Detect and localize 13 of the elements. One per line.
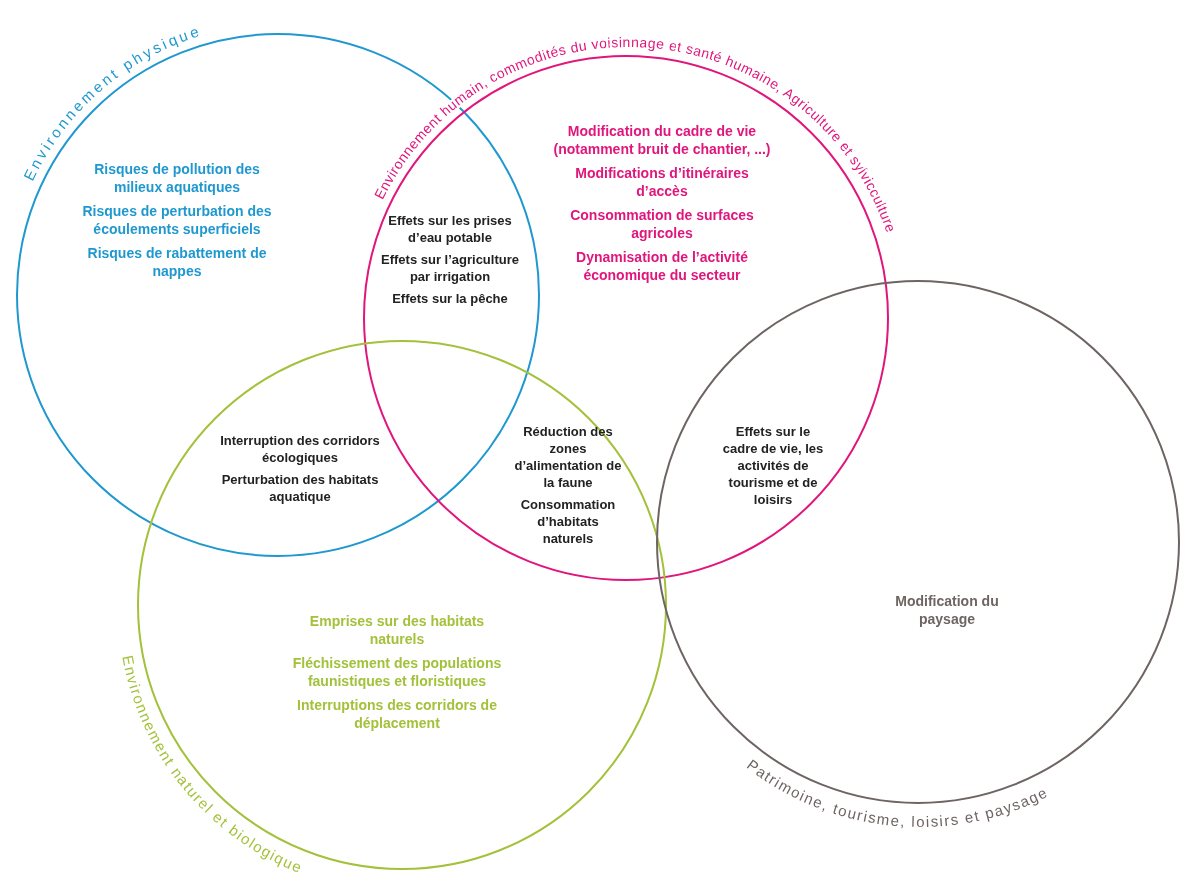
impact-text: Dynamisation de l’activité économique du secteur (575, 248, 749, 284)
impact-text: Effets sur l’agriculture par irrigation (380, 251, 520, 285)
impact-text: Perturbation des habitats aquatique (220, 471, 380, 505)
impact-text: Risques de perturbation des écoulements superficiels (82, 202, 272, 238)
impact-text: Effets sur la pêche (391, 290, 509, 307)
impact-text: Effets sur le cadre de vie, les activités de tourisme et de loisirs (721, 423, 825, 508)
impact-text: Emprises sur des habitats naturels (308, 612, 486, 648)
impact-text: Consommation d’habitats naturels (519, 496, 617, 547)
impact-text: Fléchissement des populations faunistiques et floristiques (291, 654, 503, 690)
impact-text: Modification du paysage (894, 592, 1000, 628)
impact-text: Interruptions des corridors de déplacement (296, 696, 498, 732)
impact-text: Interruption des corridors écologiques (220, 432, 380, 466)
impact-text: Risques de rabattement de nappes (86, 244, 268, 280)
